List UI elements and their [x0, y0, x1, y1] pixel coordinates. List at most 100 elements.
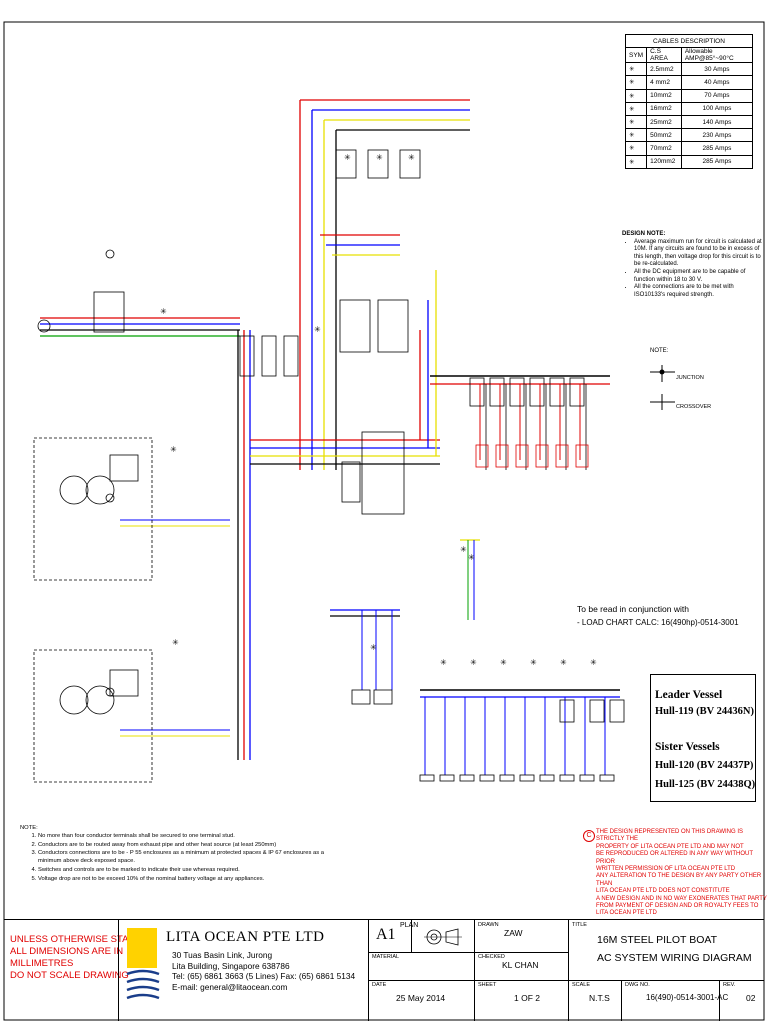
legend-title: NOTE:: [650, 348, 669, 354]
component-box: [519, 774, 535, 782]
conjunction-box: To be read in conjunction with - LOAD CH…: [569, 602, 755, 635]
general-notes: NOTE: No more than four conductor termin…: [20, 825, 340, 885]
address-line: E-mail: general@litaocean.com: [172, 981, 288, 992]
title-label: TITLE: [572, 922, 587, 928]
component-box: [239, 335, 255, 377]
copyright-line: A NEW DESIGN AND IN NO WAY EXONERATES TH…: [596, 895, 767, 902]
cable-marker-icon: ✳: [590, 658, 597, 667]
cable-marker-icon: ✳: [440, 658, 447, 667]
component-box: [609, 699, 625, 723]
copyright-line: PROPERTY OF LITA OCEAN PTE LTD AND MAY N…: [596, 843, 744, 850]
cable-area: 70mm2: [646, 141, 682, 156]
title-block: UNLESS OTHERWISE STATED ALL DIMENSIONS A…: [4, 919, 764, 1021]
component-box: [515, 444, 529, 468]
design-note-title: DESIGN NOTE:: [622, 231, 666, 237]
cable-marker-icon: ✳: [172, 638, 179, 647]
component-box: [559, 774, 575, 782]
cable-symbol-icon: ✳: [624, 88, 648, 103]
cable-marker-icon: ✳: [470, 658, 477, 667]
circle-symbol: [105, 493, 115, 503]
address-line: Lita Building, Singapore 638786: [172, 960, 290, 971]
rev-label: REV.: [723, 982, 736, 988]
component-box: [475, 444, 489, 468]
note-item: Conductors connections are to be - P 55 …: [38, 850, 340, 866]
cable-area: 10mm2: [646, 88, 682, 103]
cable-marker-icon: ✳: [560, 658, 567, 667]
cable-amps: 40 Amps: [680, 75, 754, 90]
component-box: [109, 454, 139, 482]
component-box: [399, 149, 421, 179]
cable-marker-icon: ✳: [530, 658, 537, 667]
component-box: [495, 444, 509, 468]
component-box: [439, 774, 455, 782]
material-label: MATERIAL: [372, 954, 400, 960]
circle-symbol: [85, 685, 115, 715]
note-item: No more than four conductor terminals sh…: [38, 833, 340, 841]
col-header-sym: SYM: [624, 47, 648, 64]
component-box: [555, 444, 569, 468]
company-name: LITA OCEAN PTE LTD: [166, 929, 325, 945]
junction-dot-icon: [659, 369, 665, 375]
date-value: 25 May 2014: [396, 993, 446, 1003]
cables-table-title: CABLES DESCRIPTION: [625, 33, 753, 49]
circle-symbol: [59, 475, 89, 505]
general-notes-title: NOTE:: [20, 825, 38, 831]
cable-marker-icon: ✳: [408, 153, 415, 162]
cable-symbol-icon: ✳: [624, 75, 648, 90]
component-box: [535, 444, 549, 468]
component-box: [529, 377, 545, 407]
col-header-amps: Allowable AMP@85°~90°C: [680, 47, 754, 64]
design-note-item: All the connections are to be met with I…: [634, 284, 762, 299]
cable-amps: 30 Amps: [680, 62, 754, 77]
sheet-size: A1: [376, 926, 396, 943]
component-box: [539, 774, 555, 782]
copyright-line: LITA OCEAN PTE LTD DOES NOT CONSTITUTE: [596, 888, 730, 895]
cable-amps: 285 Amps: [680, 141, 754, 156]
component-box: [367, 149, 389, 179]
cable-symbol-icon: ✳: [624, 101, 648, 116]
component-box: [93, 291, 125, 333]
conjunction-line2: - LOAD CHART CALC: 16(490hp)-0514-3001: [577, 618, 739, 627]
component-box: [33, 437, 153, 581]
scale-label: SCALE: [572, 982, 591, 988]
circle-symbol: [59, 685, 89, 715]
cable-symbol-icon: ✳: [624, 141, 648, 156]
address-line: Tel: (65) 6861 3663 (5 Lines) Fax: (65) …: [172, 971, 356, 981]
dwg-label: DWG NO.: [625, 982, 650, 988]
scale-value: N.T.S: [589, 993, 610, 1003]
leader-vessel-label: Leader Vessel: [655, 689, 723, 701]
warning-line: MILLIMETRES: [10, 958, 74, 969]
cable-marker-icon: ✳: [160, 307, 167, 316]
component-box: [377, 299, 409, 353]
circle-symbol: [105, 249, 115, 259]
copyright-line: LITA OCEAN PTE LTD: [596, 910, 657, 917]
warning-line: DO NOT SCALE DRAWING: [10, 970, 129, 981]
cable-symbol-icon: ✳: [624, 114, 648, 130]
company-logo: [126, 928, 160, 1000]
cable-amps: 285 Amps: [680, 154, 754, 169]
dwg-number: 16(490)-0514-3001-AC: [646, 993, 729, 1002]
cable-amps: 100 Amps: [680, 101, 754, 116]
vessels-box: Leader Vessel Hull-119 (BV 24436N) Siste…: [650, 674, 756, 802]
component-box: [599, 774, 615, 782]
copyright-notice: THE DESIGN REPRESENTED ON THIS DRAWING I…: [596, 829, 768, 918]
component-box: [499, 774, 515, 782]
cable-amps: 230 Amps: [680, 128, 754, 143]
cable-marker-icon: ✳: [370, 643, 377, 652]
checked-label: CHECKED: [478, 954, 505, 960]
component-box: [489, 377, 505, 407]
design-note-item: Average maximum run for circuit is calcu…: [634, 239, 762, 269]
cables-table: CABLES DESCRIPTION SYM C.S AREA Allowabl…: [624, 33, 754, 169]
component-box: [589, 699, 605, 723]
warning-line: UNLESS OTHERWISE STATED: [10, 934, 147, 945]
cable-amps: 70 Amps: [680, 88, 754, 103]
copyright-line: ANY ALTERATION TO THE DESIGN BY ANY PART…: [596, 873, 762, 887]
cable-area: 25mm2: [646, 114, 682, 130]
cable-marker-icon: ✳: [376, 153, 383, 162]
cable-area: 4 mm2: [646, 75, 682, 90]
